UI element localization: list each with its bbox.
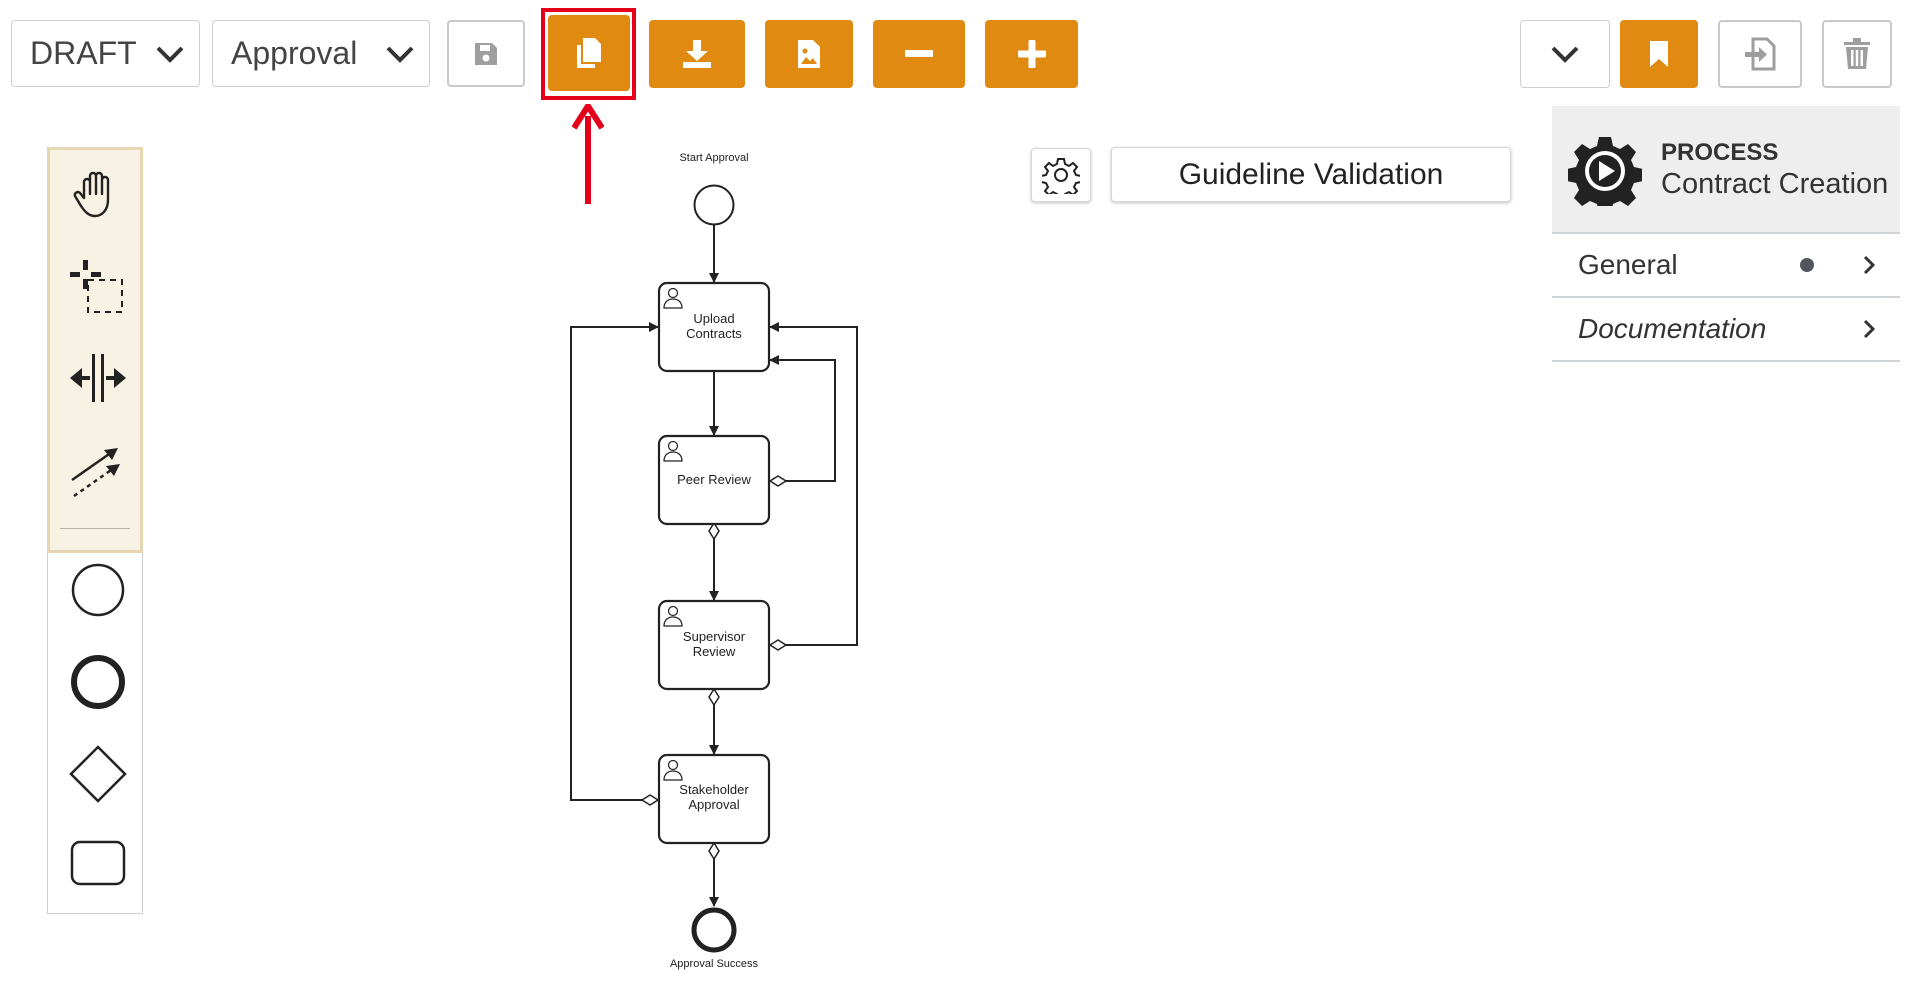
chevron-down-icon <box>386 46 414 63</box>
user-icon <box>663 287 683 309</box>
end-event-label: Approval Success <box>669 958 759 970</box>
minus-icon <box>905 50 933 57</box>
status-dropdown[interactable]: DRAFT <box>11 20 200 87</box>
start-event-tool[interactable] <box>68 560 128 620</box>
plus-icon <box>1017 40 1046 68</box>
tool-palette-top <box>47 147 143 553</box>
task-label: Stakeholder Approval <box>679 782 749 812</box>
save-icon <box>475 42 497 65</box>
delete-button[interactable] <box>1822 20 1892 88</box>
panel-row-general[interactable]: General <box>1552 234 1900 298</box>
start-event-label: Start Approval <box>679 152 749 164</box>
hand-tool[interactable] <box>70 168 124 222</box>
task-label: Upload Contracts <box>686 311 742 341</box>
process-diagram <box>570 184 858 953</box>
end-event-tool[interactable] <box>68 652 128 712</box>
start-event <box>693 184 735 226</box>
more-dropdown-button[interactable] <box>1520 20 1610 88</box>
flow-supervisor-return <box>769 322 858 646</box>
trash-icon <box>1844 38 1870 69</box>
task-label: Supervisor Review <box>682 629 746 659</box>
flow-stakeholder-return <box>570 322 659 801</box>
bookmark-button[interactable] <box>1620 20 1698 88</box>
version-dropdown[interactable]: Approval <box>212 20 430 87</box>
task-upload-contracts <box>657 281 771 373</box>
gear-icon <box>1042 158 1080 194</box>
flow-peer-return <box>769 355 836 482</box>
zoom-in-button[interactable] <box>985 20 1078 88</box>
panel-row-documentation[interactable]: Documentation <box>1552 298 1900 362</box>
panel-row-label: General <box>1578 249 1678 280</box>
task-label: Peer Review <box>677 472 751 487</box>
download-button[interactable] <box>649 20 745 88</box>
guideline-validation-button[interactable]: Guideline Validation <box>1111 147 1511 202</box>
task-tool[interactable] <box>70 838 126 888</box>
zoom-out-button[interactable] <box>873 20 965 88</box>
settings-button[interactable] <box>1031 148 1091 202</box>
rounded-rect-icon <box>70 840 126 886</box>
panel-element-name: Contract Creation <box>1661 168 1889 200</box>
circle-icon <box>71 563 125 617</box>
chevron-down-icon <box>1551 46 1579 63</box>
connect-tool[interactable] <box>68 440 128 500</box>
save-button[interactable] <box>447 20 525 87</box>
copy-button[interactable] <box>548 15 630 91</box>
status-dropdown-value: DRAFT <box>30 35 137 71</box>
version-dropdown-value: Approval <box>231 35 358 71</box>
end-event <box>691 907 737 953</box>
task-peer-review <box>657 434 771 526</box>
palette-divider <box>60 528 130 529</box>
user-icon <box>663 759 683 781</box>
user-icon <box>663 440 683 462</box>
highlight-arrow <box>572 104 604 204</box>
gateway-tool[interactable] <box>68 744 128 804</box>
user-icon <box>663 605 683 627</box>
thick-circle-icon <box>71 655 125 709</box>
connect-icon <box>71 448 120 498</box>
process-gear-icon <box>1568 137 1642 206</box>
lasso-icon <box>70 260 123 313</box>
import-icon <box>1745 37 1776 71</box>
import-button[interactable] <box>1718 20 1802 88</box>
chevron-right-icon <box>1863 319 1876 339</box>
download-icon <box>683 40 711 68</box>
task-supervisor-review <box>657 599 771 691</box>
hand-icon <box>73 171 110 218</box>
panel-row-label: Documentation <box>1578 313 1767 344</box>
task-stakeholder-approval <box>657 753 771 845</box>
chevron-right-icon <box>1863 255 1876 275</box>
panel-divider <box>1552 232 1900 234</box>
diamond-icon <box>69 745 127 803</box>
lasso-tool[interactable] <box>70 260 126 316</box>
image-export-button[interactable] <box>765 20 853 88</box>
space-tool[interactable] <box>68 352 128 404</box>
panel-element-type: PROCESS <box>1661 139 1779 166</box>
image-export-icon <box>798 40 820 68</box>
bookmark-icon <box>1650 41 1668 67</box>
chevron-down-icon <box>156 46 184 63</box>
space-icon <box>70 354 126 402</box>
copy-icon <box>577 38 601 68</box>
changed-indicator <box>1800 258 1814 272</box>
